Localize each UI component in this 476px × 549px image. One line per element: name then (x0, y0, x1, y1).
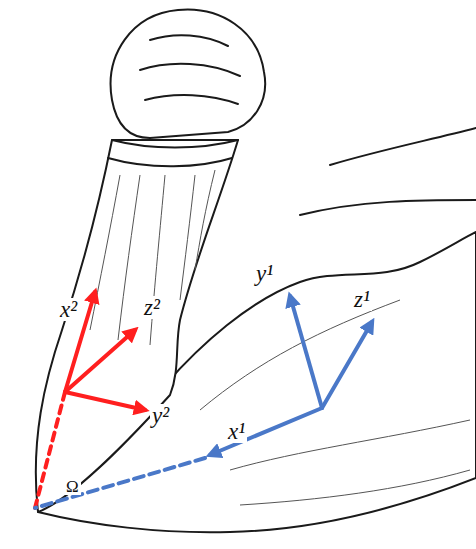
arm-outline (36, 10, 476, 533)
axis-label: y¹ (254, 262, 275, 285)
axis-label: z² (142, 296, 162, 319)
upper-arm-frame (35, 296, 372, 508)
axis-label: z¹ (352, 288, 372, 311)
axis-label: y² (150, 404, 171, 427)
muscle-shading (90, 170, 470, 505)
forearm-frame (35, 292, 145, 508)
axis-label: x² (58, 298, 79, 321)
angle-label: Ω (64, 478, 81, 495)
axis-label: x¹ (226, 420, 247, 443)
